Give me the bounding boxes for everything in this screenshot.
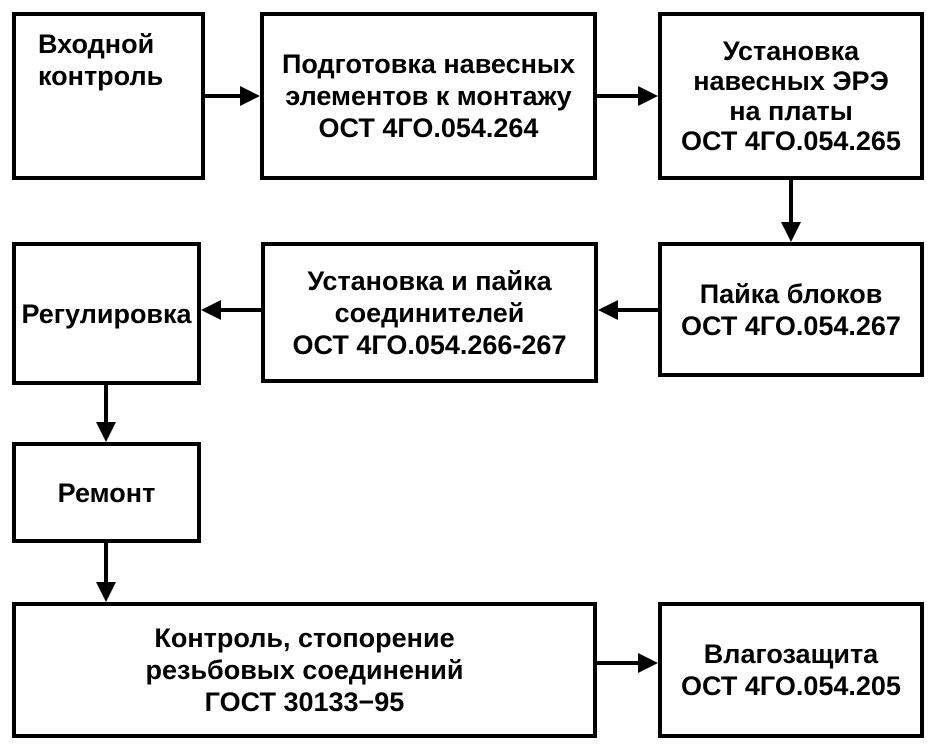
box-control-locking: Контроль, стопорение резьбовых соединени… [12, 602, 597, 738]
arrow-install-ere-to-solder [781, 180, 801, 242]
box-moisture-protection-line-2: ОСТ 4ГО.054.205 [681, 671, 901, 701]
box-solder-blocks-line-2: ОСТ 4ГО.054.267 [681, 310, 901, 341]
arrow-prep-to-install-ere [597, 86, 658, 106]
box-incoming-control-line-2: контроль [38, 61, 164, 91]
box-install-connectors-line-1: Установка и пайка [307, 265, 552, 296]
box-incoming-control: Входной контроль [12, 12, 205, 180]
arrow-adjustment-to-repair [96, 385, 116, 442]
arrow-incoming-to-prep [205, 86, 260, 106]
box-prep-elements-line-3: ОСТ 4ГО.054.264 [318, 113, 539, 143]
box-install-connectors: Установка и пайка соединителей ОСТ 4ГО.0… [261, 242, 598, 383]
box-prep-elements-line-1: Подготовка навесных [281, 49, 575, 79]
box-install-ere-line-3: на платы [729, 96, 853, 126]
box-install-ere-line-2: навесных ЭРЭ [693, 66, 889, 96]
arrow-solder-to-connectors [598, 300, 658, 320]
box-moisture-protection-line-1: Влагозащита [703, 639, 879, 669]
box-adjustment-line-1: Регулировка [21, 298, 192, 329]
box-incoming-control-line-1: Входной [38, 29, 155, 59]
arrow-connectors-to-adjustment [201, 300, 261, 320]
box-adjustment: Регулировка [12, 242, 201, 385]
box-solder-blocks: Пайка блоков ОСТ 4ГО.054.267 [658, 242, 924, 377]
box-install-connectors-line-3: ОСТ 4ГО.054.266-267 [292, 329, 567, 360]
box-install-ere-line-1: Установка [722, 36, 860, 66]
box-control-locking-line-2: резьбовых соединений [145, 655, 464, 685]
box-install-ere: Установка навесных ЭРЭ на платы ОСТ 4ГО.… [658, 12, 924, 180]
box-prep-elements: Подготовка навесных элементов к монтажу … [260, 12, 597, 180]
box-prep-elements-line-2: элементов к монтажу [285, 81, 572, 111]
arrow-repair-to-control [96, 543, 116, 602]
box-repair-line-1: Ремонт [57, 477, 156, 508]
box-repair: Ремонт [12, 442, 201, 543]
box-install-connectors-line-2: соединителей [334, 297, 525, 328]
box-install-ere-line-4: ОСТ 4ГО.054.265 [681, 126, 901, 156]
arrow-control-to-moisture [597, 653, 658, 673]
box-solder-blocks-line-1: Пайка блоков [699, 278, 883, 309]
box-control-locking-line-1: Контроль, стопорение [154, 623, 455, 653]
box-control-locking-line-3: ГОСТ 30133−95 [204, 687, 405, 717]
box-moisture-protection: Влагозащита ОСТ 4ГО.054.205 [658, 602, 924, 738]
